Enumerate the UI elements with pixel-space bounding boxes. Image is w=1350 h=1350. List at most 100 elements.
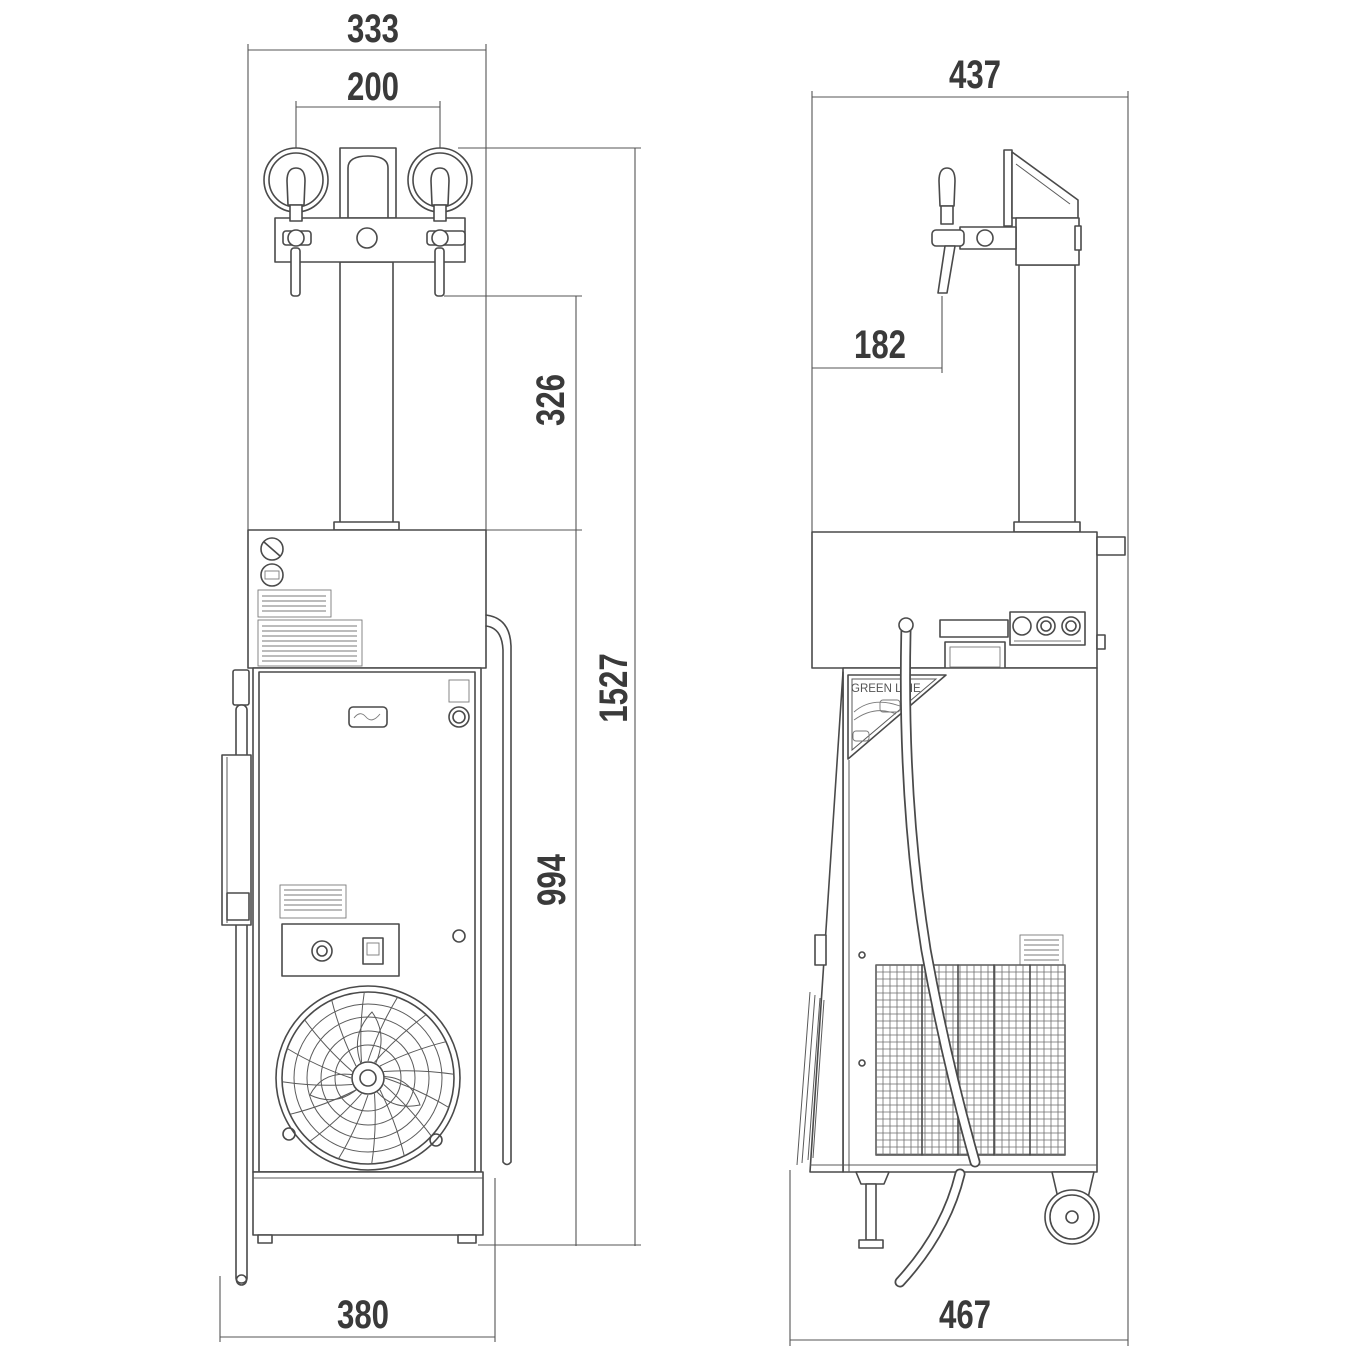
right-tap-handle (430, 167, 450, 206)
cable-coil-lines (796, 991, 825, 1166)
side-tower-hood-edge (1015, 163, 1071, 205)
left-tap-spout (290, 247, 301, 297)
right-tap (407, 147, 473, 297)
side-coupler-1-inner (1040, 620, 1052, 632)
tower-column-base (333, 521, 400, 531)
condenser-grille-dividers (921, 964, 1031, 1156)
fan-guard-ring-1 (281, 991, 455, 1165)
front-dimension-labels: 333 200 326 1527 994 380 (337, 6, 636, 1337)
side-tap-collar (940, 205, 954, 225)
side-screw-1 (858, 951, 866, 959)
base-depth-label: 467 (939, 1292, 991, 1337)
instruction-label-lines (284, 889, 342, 911)
cabinet-top-housing (247, 529, 487, 669)
side-foot-pad (858, 1239, 884, 1249)
wheel-icon (1044, 1189, 1100, 1245)
side-tap-tower (931, 149, 1082, 533)
right-tap-spout (434, 247, 445, 297)
fan-guard-ring-5 (334, 1044, 402, 1112)
left-tap-collar (289, 204, 303, 222)
front-view: 333 200 326 1527 994 380 (219, 6, 641, 1342)
side-inlet-icon (1012, 616, 1032, 636)
cooling-fan (275, 985, 461, 1171)
tap-spacing-label: 200 (347, 64, 399, 109)
drain-hose-fill (896, 1170, 964, 1286)
overall-width-label: 333 (347, 6, 399, 51)
tap-offset-label: 182 (854, 322, 906, 367)
tap-offset-label-group: 182 (854, 322, 906, 367)
fan-hub-icon (351, 1061, 385, 1095)
left-tap-handle (286, 167, 306, 206)
power-switch-icon (362, 937, 384, 965)
large-warning-label (257, 619, 363, 667)
small-warning-label (257, 589, 332, 618)
badge-triangle-inner (851, 678, 938, 752)
side-tower-head-cap (1074, 225, 1082, 251)
front-cabinet-top (247, 529, 487, 669)
side-power-cable (796, 934, 827, 1166)
total-height-label: 1527 (591, 653, 636, 722)
drain-hose-outline (894, 1168, 966, 1288)
side-tap-spout (937, 245, 956, 294)
left-tap (263, 147, 329, 297)
instruction-label (279, 884, 347, 919)
small-warning-label-lines (262, 595, 326, 612)
overall-width-label-group: 333 (347, 6, 399, 51)
front-cabinet-body (252, 667, 484, 1244)
tower-center-block (339, 147, 397, 219)
side-screw-2 (858, 1059, 866, 1067)
rating-plate-icon (448, 679, 470, 703)
side-foot (855, 1171, 890, 1249)
side-coupler-2-inner (1065, 620, 1077, 632)
condenser-grille-mesh (875, 964, 1066, 1155)
side-cabinet-body: GREEN LINE (809, 667, 1098, 1173)
side-view: 437 182 467 (789, 52, 1129, 1346)
side-rating-label-lines (1024, 939, 1059, 961)
left-tap-nut (287, 229, 305, 247)
badge-triangle (847, 674, 947, 760)
front-tap-tower (263, 147, 473, 531)
brand-logo-icon (348, 706, 388, 728)
fan-guard-ring-4 (320, 1030, 416, 1126)
tower-center-arch (347, 155, 389, 219)
no-entry-icon-slash (263, 541, 281, 557)
side-gas-connector (1096, 536, 1126, 556)
power-switch-rocker (366, 942, 380, 956)
side-cabinet-top (811, 531, 1126, 673)
fan-hub-center (359, 1069, 377, 1087)
thermostat-knob-icon (311, 940, 333, 962)
tap-height-label: 326 (528, 374, 573, 426)
right-tap-nut (431, 229, 449, 247)
badge-logo-icon (879, 699, 901, 713)
side-tower-column-base (1013, 521, 1081, 533)
tap-spacing-label-group: 200 (347, 64, 399, 109)
side-foot-mount (855, 1171, 890, 1185)
fan-guard-ring-2 (293, 1003, 443, 1153)
side-drip-plate (1003, 149, 1013, 227)
side-beer-hose (894, 617, 981, 1288)
side-manifold-block (939, 619, 1009, 638)
drain-pipe-clamp (226, 892, 250, 921)
manifold-center-plug (356, 227, 378, 249)
cabinet-base (252, 1171, 484, 1236)
base-width-label-group: 380 (337, 1292, 389, 1337)
thermometer-dial-inner (452, 710, 466, 724)
base-width-label: 380 (337, 1292, 389, 1337)
side-socket (1096, 634, 1106, 650)
right-foot (457, 1234, 477, 1244)
beer-hose-fitting (898, 617, 914, 633)
warning-label-icon (260, 563, 284, 587)
tap-height-label-group: 326 (528, 374, 573, 426)
front-dimension-lines (219, 44, 641, 1342)
wheel-rim (1049, 1194, 1095, 1240)
total-height-label-group: 1527 (591, 653, 636, 722)
cabinet-height-label-group: 994 (529, 854, 574, 906)
side-tap-valve (931, 229, 965, 247)
side-tower-head (1015, 217, 1080, 266)
side-manifold-bracket-inner (949, 646, 1001, 668)
side-wheel (1044, 1171, 1100, 1245)
front-drain-pipe (221, 669, 252, 1286)
side-coupler-1-icon (1036, 616, 1056, 636)
badge-swoosh (853, 701, 901, 721)
